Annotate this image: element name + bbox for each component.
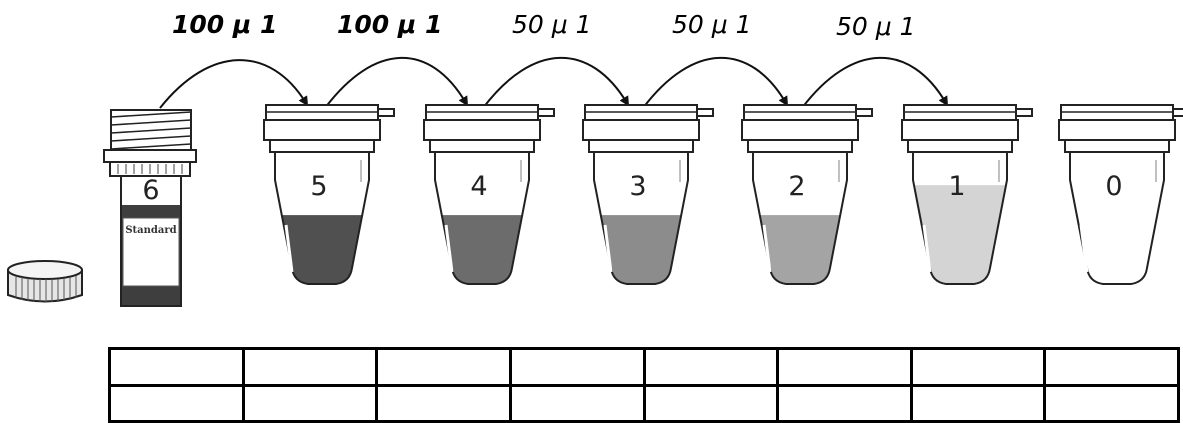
transfer-volume-label: 50 μ 1 [836,12,916,41]
tube: 2 [741,104,873,285]
standard-label: Standard [125,225,176,236]
table-cell [909,383,1047,423]
table-cell [108,383,245,423]
transfer-arrows [159,56,949,109]
table-cell [241,347,379,387]
tube: 4 [423,104,555,285]
table-cell [1043,347,1180,387]
tube: 0 [1058,104,1183,285]
transfer-arrow [801,56,949,109]
transfer-arrow [159,59,309,109]
vial-number: 6 [142,175,159,206]
table-cell [1043,383,1180,423]
tube: 1 [901,104,1033,285]
transfer-arrow [324,56,469,109]
table-cell [776,383,913,423]
tube-number: 1 [948,171,965,202]
standard-vial: 6 Standard [103,109,197,307]
transfer-volume-label: 100 μ 1 [172,10,277,39]
dilution-tubes: 5 4 3 2 1 0 [263,104,1183,285]
tube-number: 5 [310,171,327,202]
table-cell [776,347,913,387]
transfer-arrow [482,56,630,109]
table-cell [375,347,512,387]
results-table [108,347,1180,423]
vial-cap [7,260,83,303]
tube-number: 3 [629,171,646,202]
table-cell [108,347,245,387]
tube: 3 [582,104,714,285]
table-cell [642,383,780,423]
table-row [108,347,1180,387]
tube-number: 2 [788,171,805,202]
transfer-volume-labels: 100 μ 1 100 μ 1 50 μ 1 50 μ 1 50 μ 1 [172,10,916,41]
transfer-volume-label: 50 μ 1 [512,10,592,39]
table-cell [508,347,646,387]
tube-number: 4 [470,171,487,202]
tube: 5 [263,104,395,285]
transfer-arrow [642,56,789,109]
table-row [108,383,1180,423]
table-cell [241,383,379,423]
table-cell [642,347,780,387]
transfer-volume-label: 50 μ 1 [672,10,752,39]
table-cell [375,383,512,423]
transfer-volume-label: 100 μ 1 [337,10,442,39]
tube-number: 0 [1105,171,1122,202]
table-cell [508,383,646,423]
table-cell [909,347,1047,387]
